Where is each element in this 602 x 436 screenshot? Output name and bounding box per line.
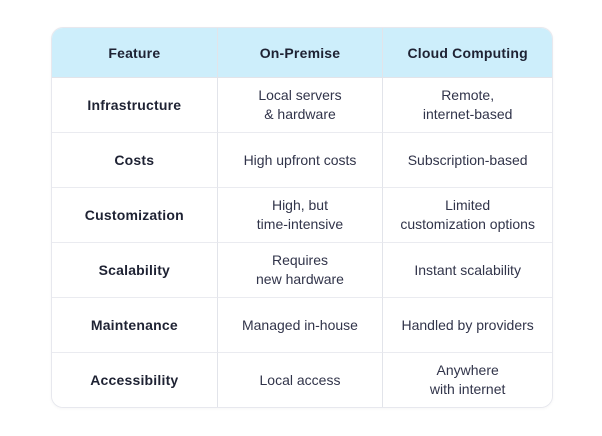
- cloud-cell: Subscription-based: [383, 133, 552, 188]
- table-header: Feature On-Premise Cloud Computing: [52, 28, 552, 78]
- comparison-table: Feature On-Premise Cloud Computing Infra…: [52, 28, 552, 407]
- on-premise-cell: High upfront costs: [217, 133, 384, 188]
- cloud-cell: Instant scalability: [383, 243, 552, 298]
- table-body: Infrastructure Local servers & hardware …: [52, 78, 552, 407]
- column-header-on-premise: On-Premise: [217, 28, 384, 78]
- on-premise-cell: Local access: [217, 353, 384, 407]
- cloud-cell: Handled by providers: [383, 298, 552, 353]
- on-premise-cell: Requires new hardware: [217, 243, 384, 298]
- feature-cell: Infrastructure: [52, 78, 218, 133]
- header-row: Feature On-Premise Cloud Computing: [52, 28, 552, 78]
- cloud-cell: Remote, internet-based: [383, 78, 552, 133]
- table-row-costs: Costs High upfront costs Subscription-ba…: [52, 133, 552, 188]
- feature-cell: Maintenance: [52, 298, 218, 353]
- on-premise-cell: High, but time-intensive: [217, 188, 384, 243]
- column-header-cloud-computing: Cloud Computing: [383, 28, 552, 78]
- on-premise-cell: Managed in-house: [217, 298, 384, 353]
- table-row-customization: Customization High, but time-intensive L…: [52, 188, 552, 243]
- on-premise-cell: Local servers & hardware: [217, 78, 384, 133]
- comparison-table-card: Feature On-Premise Cloud Computing Infra…: [51, 27, 553, 408]
- cloud-cell: Limited customization options: [383, 188, 552, 243]
- table-row-scalability: Scalability Requires new hardware Instan…: [52, 243, 552, 298]
- cloud-cell: Anywhere with internet: [383, 353, 552, 407]
- feature-cell: Accessibility: [52, 353, 218, 407]
- feature-cell: Costs: [52, 133, 218, 188]
- feature-cell: Scalability: [52, 243, 218, 298]
- feature-cell: Customization: [52, 188, 218, 243]
- table-row-infrastructure: Infrastructure Local servers & hardware …: [52, 78, 552, 133]
- column-header-feature: Feature: [52, 28, 218, 78]
- table-row-accessibility: Accessibility Local access Anywhere with…: [52, 353, 552, 407]
- table-row-maintenance: Maintenance Managed in-house Handled by …: [52, 298, 552, 353]
